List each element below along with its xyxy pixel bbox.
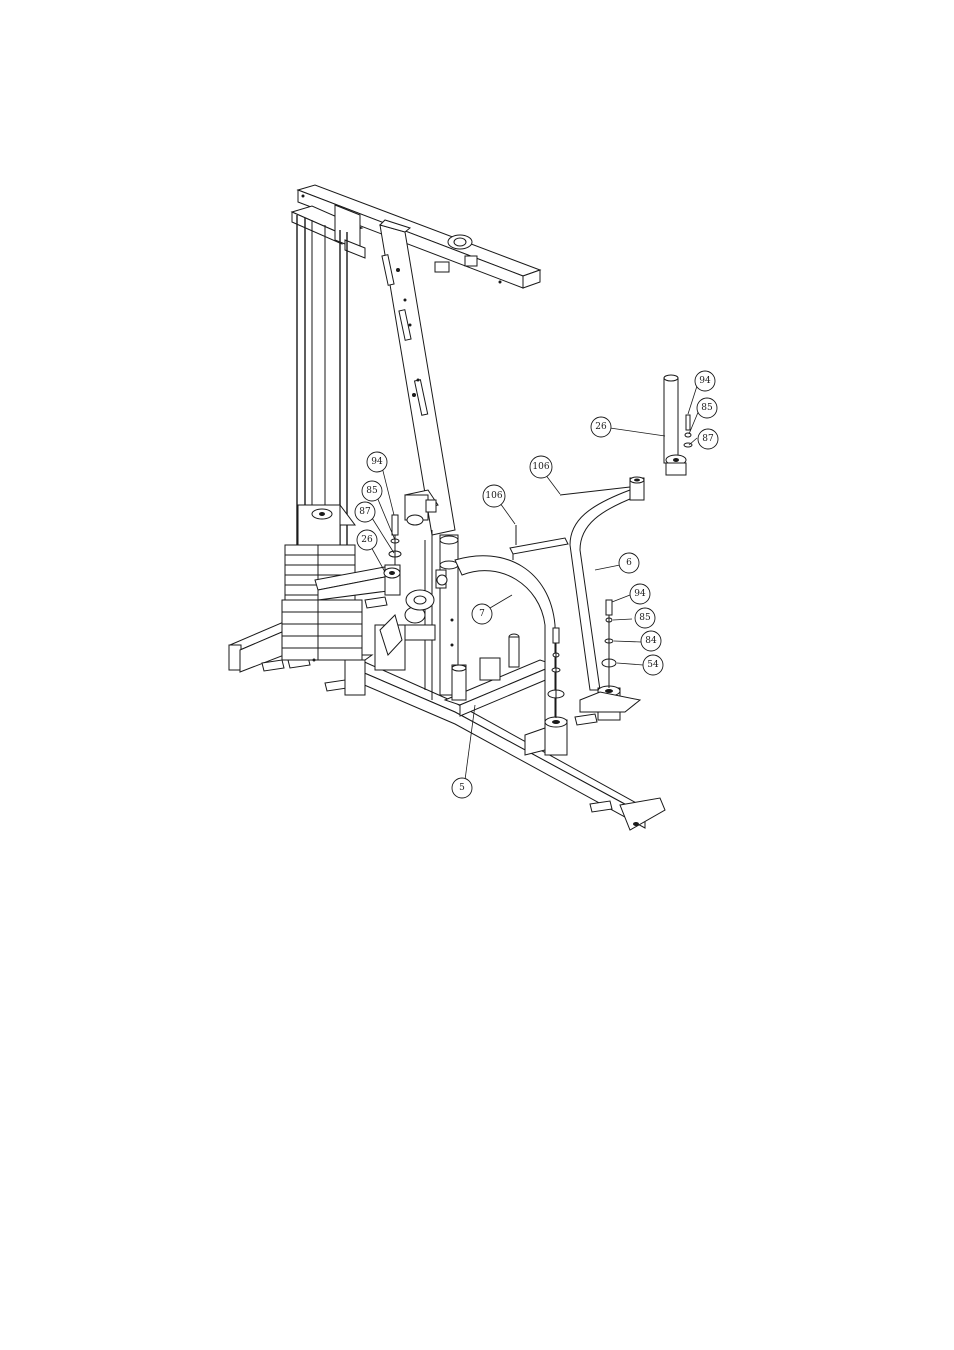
svg-text:106: 106	[532, 462, 549, 472]
callout-7: 7	[472, 604, 492, 624]
callout-85-low: 85	[635, 608, 655, 628]
svg-text:26: 26	[361, 535, 373, 545]
callout-87-left: 87	[355, 502, 375, 522]
callout-85-left: 85	[362, 481, 382, 501]
svg-text:26: 26	[595, 422, 607, 432]
right-press-arm	[664, 375, 692, 475]
callout-5: 5	[452, 778, 472, 798]
svg-text:84: 84	[645, 636, 657, 646]
callout-6: 6	[619, 553, 639, 573]
callout-26-left: 26	[357, 530, 377, 550]
callout-54: 54	[643, 655, 663, 675]
callout-85-right: 85	[697, 398, 717, 418]
callout-87-right: 87	[698, 429, 718, 449]
svg-text:85: 85	[701, 403, 713, 413]
callout-94-left: 94	[367, 452, 387, 472]
callout-94-low: 94	[630, 584, 650, 604]
svg-text:94: 94	[634, 589, 646, 599]
svg-text:7: 7	[479, 609, 485, 619]
svg-text:87: 87	[702, 434, 714, 444]
callout-94-right: 94	[695, 371, 715, 391]
callout-26-right: 26	[591, 417, 611, 437]
callout-106-right: 106	[530, 456, 552, 478]
svg-text:85: 85	[639, 613, 651, 623]
svg-text:85: 85	[366, 486, 378, 496]
callout-84: 84	[641, 631, 661, 651]
svg-text:87: 87	[359, 507, 371, 517]
svg-text:5: 5	[459, 783, 465, 793]
svg-text:106: 106	[485, 491, 502, 501]
callout-106-mid: 106	[483, 485, 505, 507]
svg-text:94: 94	[371, 457, 383, 467]
svg-text:54: 54	[647, 660, 659, 670]
svg-text:94: 94	[699, 376, 711, 386]
svg-text:6: 6	[626, 558, 632, 568]
